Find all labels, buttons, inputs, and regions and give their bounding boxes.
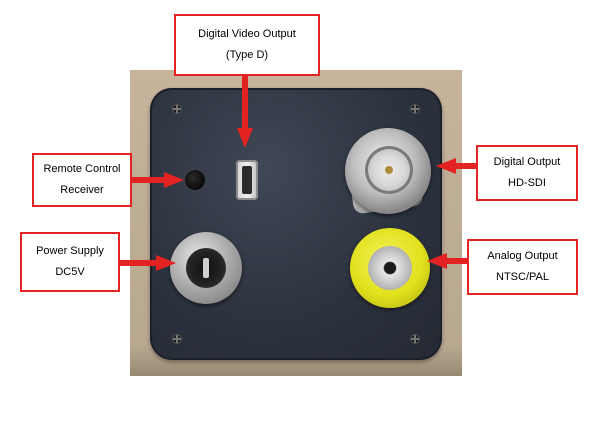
hdmi-port-icon [236,160,258,200]
callout-digital-video-line1: Digital Video Output [198,28,296,41]
callout-power-supply: Power Supply DC5V [20,232,120,292]
bnc-center-pin [385,166,393,174]
arrow-analog-output [427,253,467,269]
callout-remote-line2: Receiver [60,184,104,196]
callout-digital-output-line2: HD-SDI [508,177,546,189]
ir-receiver-icon [185,170,205,190]
rca-connector-inner [368,246,412,290]
callout-analog-output-line1: Analog Output [487,250,558,263]
arrow-power-supply [120,255,176,271]
screw-icon [172,334,182,344]
callout-analog-output: Analog Output NTSC/PAL [467,239,578,295]
dc-jack-pin [203,258,209,278]
callout-power-line2: DC5V [55,266,85,278]
callout-power-line1: Power Supply [36,245,104,258]
arrow-remote-control [132,172,184,188]
arrow-digital-video [237,76,253,148]
screw-icon [410,104,420,114]
callout-analog-output-line2: NTSC/PAL [496,271,549,283]
callout-digital-video-output: Digital Video Output (Type D) [174,14,320,76]
arrow-digital-output [436,158,476,174]
screw-icon [410,334,420,344]
callout-digital-output-line1: Digital Output [493,156,561,169]
callout-digital-output: Digital Output HD-SDI [476,145,578,201]
callout-digital-video-line2: (Type D) [225,49,269,61]
callout-remote-control-receiver: Remote Control Receiver [32,153,132,207]
screw-icon [172,104,182,114]
callout-remote-line1: Remote Control [43,163,121,176]
